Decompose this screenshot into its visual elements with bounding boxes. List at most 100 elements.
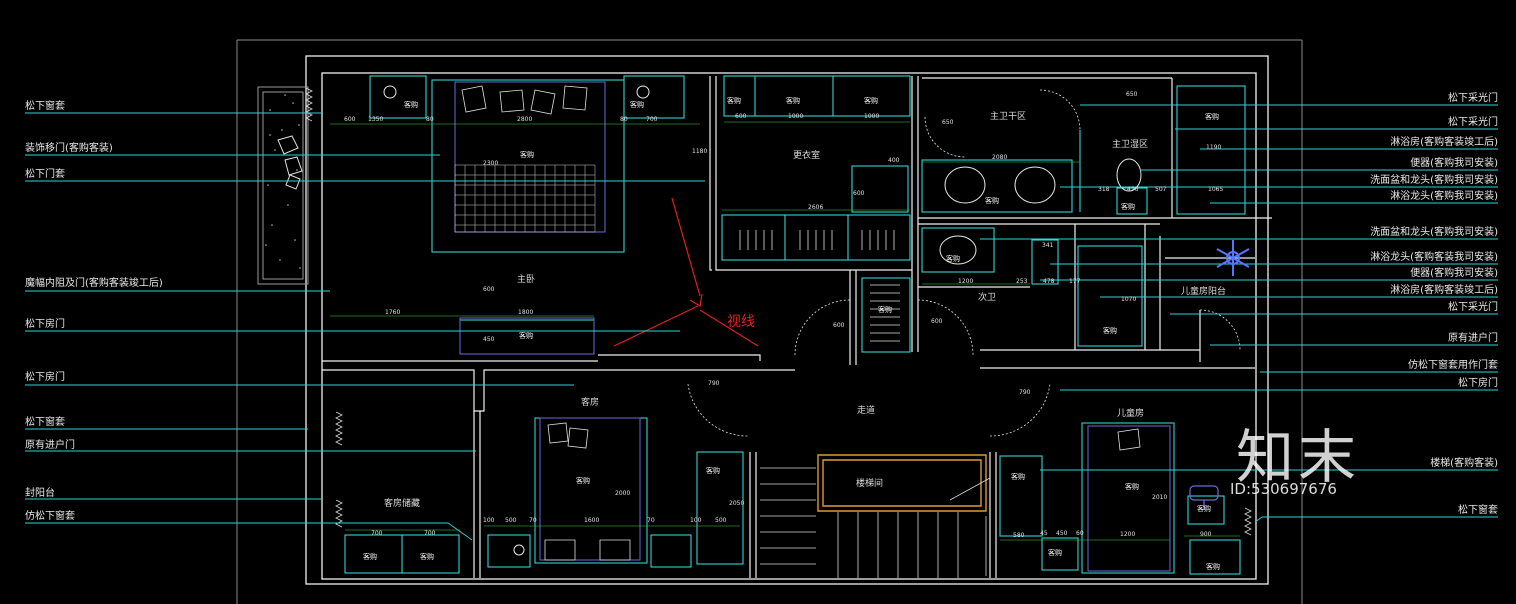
closet-hangers	[739, 230, 900, 342]
dim-text: 1070	[1121, 296, 1137, 303]
furniture-tag: 客购	[519, 332, 533, 340]
furniture-tag: 客购	[1206, 563, 1220, 571]
furniture-tag: 客购	[1048, 549, 1062, 557]
dim-text: 80	[620, 116, 628, 123]
furniture-tag: 客购	[727, 97, 741, 105]
dim-text: 2080	[992, 154, 1008, 161]
watermark-brand: 知末	[1236, 423, 1361, 491]
dim-text: 1760	[385, 309, 401, 316]
right-label-6: 淋浴龙头(客购我司安装)	[1390, 191, 1498, 202]
dim-text: 2050	[729, 500, 745, 507]
right-label-8: 淋浴龙头(客购客装我司安装)	[1370, 252, 1498, 263]
dim-text: 650	[942, 119, 954, 126]
room-kids-balcony: 儿童房阳台	[1181, 287, 1227, 297]
right-label-14: 松下房门	[1458, 378, 1498, 389]
left-label-8: 原有进户门	[25, 440, 75, 451]
dim-text: 700	[371, 530, 383, 537]
left-label-3: 松下门套	[25, 169, 65, 180]
beds-blue	[454, 81, 1171, 572]
dim-text: 600	[833, 322, 845, 329]
dim-text: 1200	[1120, 531, 1136, 538]
left-label-10: 仿松下窗套	[25, 511, 75, 522]
right-label-16: 松下窗套	[1458, 505, 1498, 516]
leader-lines-left	[25, 112, 705, 541]
dim-text: 45	[1040, 530, 1048, 537]
dim-text: 1190	[1206, 144, 1222, 151]
dim-text: 1180	[692, 148, 708, 155]
furniture-tag: 客购	[706, 467, 720, 475]
dim-text: 790	[1019, 389, 1031, 396]
sight-line-arrows	[613, 197, 759, 347]
dim-text: 900	[1200, 531, 1212, 538]
right-label-3: 淋浴房(客购客装竣工后)	[1390, 137, 1498, 148]
furniture-tag: 客购	[864, 97, 878, 105]
right-label-10: 淋浴房(客购客装竣工后)	[1390, 285, 1498, 296]
room-master-bedroom: 主卧	[517, 275, 536, 285]
dim-text: 177	[1069, 278, 1081, 285]
dim-text: 318	[1098, 186, 1110, 193]
dim-text: 1800	[518, 309, 534, 316]
basins	[383, 85, 1142, 556]
room-master-bath-dry: 主卫干区	[990, 112, 1027, 122]
room-second-bath: 次卫	[978, 293, 997, 303]
furniture-tag: 客购	[420, 553, 434, 561]
room-stairwell: 楼梯间	[856, 479, 884, 489]
dimension-lines	[330, 121, 1240, 541]
room-master-bath-wet: 主卫湿区	[1112, 140, 1149, 150]
room-guest-storage: 客房储藏	[384, 499, 421, 509]
dim-text: 2606	[808, 204, 824, 211]
dim-text: 1350	[368, 116, 384, 123]
dim-text: 70	[529, 517, 537, 524]
furniture-tag: 客购	[520, 151, 534, 159]
furniture-tag: 客购	[404, 101, 418, 109]
dim-text: 253	[1016, 278, 1028, 285]
right-label-11: 松下采光门	[1448, 302, 1498, 313]
dim-text: 450	[483, 336, 495, 343]
dim-text: 1000	[788, 113, 804, 120]
dim-text: 80	[426, 116, 434, 123]
dim-text: 650	[1126, 91, 1138, 98]
dim-text: 1200	[958, 278, 974, 285]
stair-treads	[760, 467, 991, 578]
door-swings	[687, 89, 1241, 437]
sheet-frame	[236, 39, 1303, 604]
balcony-hatch	[265, 94, 301, 269]
dim-text: 2300	[483, 160, 499, 167]
room-closet: 更衣室	[793, 151, 821, 161]
furniture-tag: 客购	[1125, 483, 1139, 491]
furniture-tag: 客购	[1121, 203, 1135, 211]
furniture-tag: 客购	[878, 306, 892, 314]
dim-text: 341	[1042, 242, 1054, 249]
balcony-chair	[277, 135, 303, 190]
dim-text: 2000	[615, 490, 631, 497]
furniture-tag: 客购	[1011, 473, 1025, 481]
right-label-15: 楼梯(客购客装)	[1430, 458, 1498, 469]
right-label-2: 松下采光门	[1448, 117, 1498, 128]
dim-text: 1000	[864, 113, 880, 120]
furniture-tag: 客购	[946, 255, 960, 263]
left-label-2: 装饰移门(客购客装)	[25, 143, 113, 154]
dim-text: 500	[715, 517, 727, 524]
left-label-6: 松下房门	[25, 372, 65, 383]
dim-text: 400	[888, 157, 900, 164]
right-label-9: 便器(客购我司安装)	[1410, 268, 1498, 279]
furniture-tag: 客购	[1205, 113, 1219, 121]
furniture-tag: 客购	[363, 553, 377, 561]
left-label-9: 封阳台	[25, 488, 55, 499]
right-label-1: 松下采光门	[1448, 93, 1498, 104]
left-label-4: 魔幅内阻及门(客购客装竣工后)	[25, 278, 163, 289]
furniture-tag: 客购	[1103, 327, 1117, 335]
dim-text: 700	[424, 530, 436, 537]
left-label-7: 松下窗套	[25, 417, 65, 428]
window-zigzags	[305, 87, 1252, 536]
pillows	[461, 85, 1141, 561]
dim-text: 1065	[1208, 186, 1224, 193]
right-label-13: 仿松下窗套用作门套	[1408, 360, 1498, 371]
dim-text: 790	[708, 380, 720, 387]
dim-text: 478	[1043, 278, 1055, 285]
stair	[817, 454, 987, 512]
dim-text: 100	[690, 517, 702, 524]
snowflake-icon	[1216, 240, 1250, 276]
left-balcony	[257, 86, 309, 285]
